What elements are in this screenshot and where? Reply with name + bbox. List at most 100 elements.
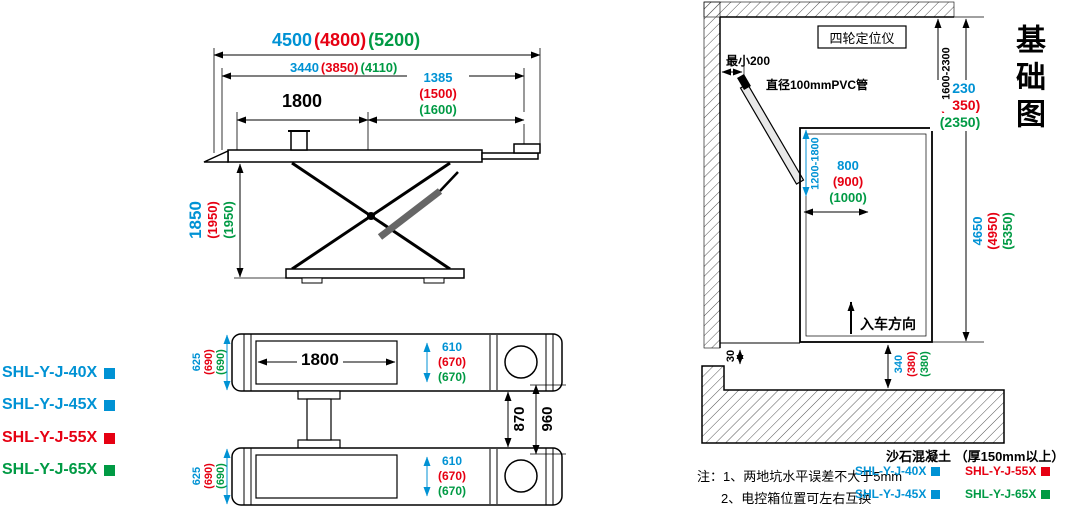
lift-disc-bottom	[504, 459, 538, 493]
side-view-dimension-lines	[213, 51, 541, 278]
approach-plate	[481, 152, 539, 160]
dim-platform-side: 1800	[282, 91, 323, 111]
legend-label: SHL-Y-J-65X	[965, 487, 1037, 501]
value-65x: (690)	[215, 349, 227, 375]
value: 870	[510, 406, 528, 432]
model-item-45x: SHL-Y-J-45X	[2, 396, 116, 414]
dim-outer-width-bottom: 625 (690) (690)	[190, 456, 228, 496]
pipe-inlet	[737, 73, 751, 91]
dim-pipe-depth: 1200-1800	[809, 128, 822, 200]
dim-lift-height: 1850 (1950) (1950)	[184, 192, 240, 248]
value-40x: 1385	[423, 70, 453, 85]
value-65x: (4110)	[360, 60, 398, 75]
dim-pipe-width: 800 (900) (1000)	[822, 158, 874, 206]
value-65x: (5200)	[368, 30, 421, 50]
value-40x: 625	[191, 352, 203, 372]
value-40x: 610	[441, 340, 463, 354]
value-55x: (380)	[905, 351, 918, 377]
legend-label: SHL-Y-J-40X	[855, 464, 927, 478]
note-line-2: 2、电控箱位置可左右互换	[721, 491, 872, 506]
legend-label: SHL-Y-J-45X	[855, 487, 927, 501]
value-40x: 800	[837, 158, 859, 173]
value: 1600-2300	[940, 47, 952, 100]
tread-area-top	[255, 340, 398, 385]
foundation-drawing	[701, 1, 1005, 444]
value-65x: (1600)	[419, 102, 457, 117]
wheel-aligner-box	[817, 25, 907, 49]
value-65x: (670)	[437, 484, 466, 498]
platform-side	[227, 149, 483, 163]
value-65x: (670)	[437, 370, 466, 384]
base-foot-left	[301, 277, 323, 284]
bottom-platform	[231, 447, 563, 506]
dim-edge-gap: 30	[725, 345, 737, 367]
legend-item-40x: SHL-Y-J-40X	[855, 464, 941, 478]
limit-bracket	[513, 143, 541, 154]
min-clearance-label: 最小200	[726, 54, 771, 68]
pit-outline	[799, 127, 933, 343]
page-title: 基础图	[1011, 24, 1044, 135]
model-item-65x: SHL-Y-J-65X	[2, 461, 116, 479]
tread-area-bottom	[255, 454, 398, 499]
base-foot-right	[423, 277, 445, 284]
top-platform	[231, 333, 563, 392]
roller-post	[290, 130, 308, 151]
legend-color-swatch	[1041, 466, 1051, 476]
dim-overall-length: 4500 (4800) (5200)	[272, 30, 422, 51]
value-40x: 340	[892, 354, 905, 374]
ground-hatch	[701, 365, 1005, 444]
model-color-swatch	[104, 367, 116, 379]
model-item-55x: SHL-Y-J-55X	[2, 429, 116, 447]
value-55x: (4800)	[314, 30, 367, 50]
dim-pit-length: 4650 (4950) (5350)	[969, 207, 1015, 255]
dim-wall-range: 1600-2300	[939, 35, 953, 112]
legend-color-swatch	[931, 489, 941, 499]
value-65x: (5350)	[999, 212, 1015, 250]
value-55x: (690)	[203, 349, 215, 375]
model-label: SHL-Y-J-45X	[2, 396, 98, 413]
dim-platform-top: 1800	[297, 350, 343, 370]
drive-in-label: 入车方向	[860, 316, 916, 332]
value-55x: (1500)	[419, 86, 457, 101]
center-column	[297, 390, 341, 449]
hydraulic-cylinder	[377, 188, 443, 240]
legend-item-55x: SHL-Y-J-55X	[965, 464, 1051, 478]
value-65x: (690)	[215, 463, 227, 489]
dim-inner-width-top: 610 (670) (670)	[432, 340, 472, 385]
model-item-40x: SHL-Y-J-40X	[2, 364, 116, 382]
drive-ramp	[203, 149, 229, 163]
model-color-swatch	[104, 464, 116, 476]
hydraulic-rod	[439, 171, 459, 192]
value-40x: 4500	[272, 30, 313, 50]
value-65x: (380)	[918, 351, 931, 377]
legend-label: SHL-Y-J-55X	[965, 464, 1037, 478]
model-label: SHL-Y-J-55X	[2, 429, 98, 446]
wall-hatch	[703, 1, 955, 349]
base-frame	[285, 268, 465, 279]
side-view-drawing	[203, 48, 541, 284]
value-40x: 3440	[290, 60, 319, 75]
value-40x: 610	[441, 454, 463, 468]
value-40x: 625	[191, 466, 203, 486]
value-65x: (1000)	[829, 190, 867, 205]
value-55x: (3850)	[320, 60, 359, 75]
foundation-dimension-lines	[721, 16, 984, 389]
lift-disc-top	[504, 345, 538, 379]
model-color-swatch	[104, 399, 116, 411]
value-55x: (670)	[437, 355, 466, 369]
value-65x: (1950)	[221, 201, 236, 239]
dim-slab-depth: 340 (380) (380)	[892, 344, 932, 384]
value-55x: (4950)	[984, 212, 1000, 250]
model-label: SHL-Y-J-65X	[2, 461, 98, 478]
legend-item-65x: SHL-Y-J-65X	[965, 487, 1051, 501]
dim-platform-span: 960	[539, 401, 556, 437]
value-55x: (690)	[203, 463, 215, 489]
dim-outer-width-top: 625 (690) (690)	[190, 342, 228, 382]
value: 1200-1800	[809, 137, 821, 190]
top-view-drawing	[223, 333, 566, 506]
value-55x: (900)	[832, 174, 864, 189]
value: 30	[725, 349, 737, 363]
value-55x: (1950)	[205, 201, 220, 239]
